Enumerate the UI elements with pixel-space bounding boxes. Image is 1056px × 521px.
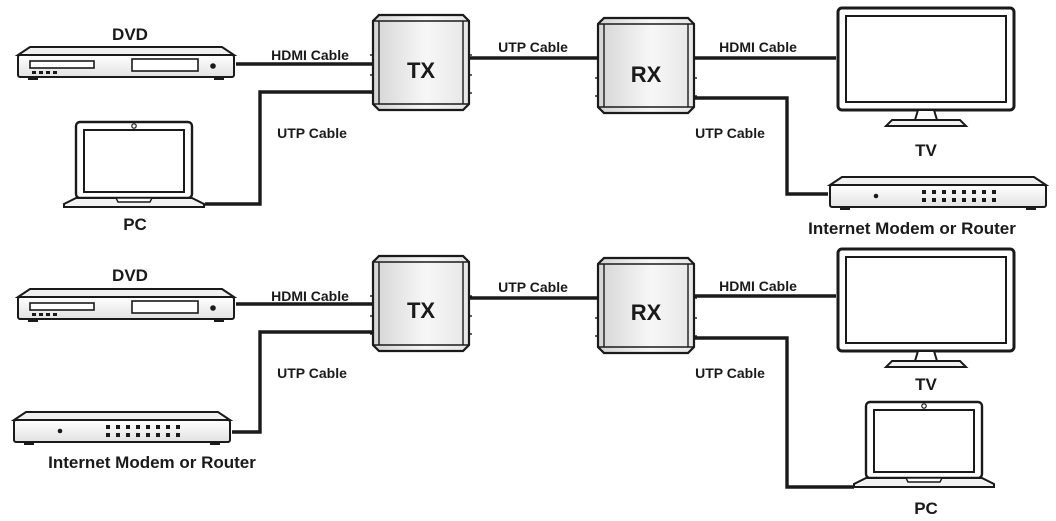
- row-1-utp-input-cable: [205, 90, 372, 206]
- router-label: Internet Modem or Router: [808, 219, 1016, 238]
- row-1-wires: [205, 56, 836, 206]
- tx-label: TX: [407, 298, 435, 323]
- tv-label: TV: [915, 141, 937, 160]
- internet-router-icon: [829, 176, 1047, 211]
- pc-label: PC: [123, 215, 147, 234]
- utp-cable-label: UTP Cable: [277, 365, 347, 381]
- utp-link-cable-label: UTP Cable: [498, 279, 568, 295]
- laptop-pc-icon: [62, 120, 206, 209]
- hdmi-output-cable-label: HDMI Cable: [719, 39, 797, 55]
- hdmi-cable-label: HDMI Cable: [271, 47, 349, 63]
- laptop-pc-icon: [852, 400, 996, 489]
- router-label: Internet Modem or Router: [48, 453, 256, 472]
- rx-label: RX: [631, 62, 662, 87]
- internet-router-icon: [13, 411, 231, 446]
- hdmi-cable-label: HDMI Cable: [271, 288, 349, 304]
- dvd-player-icon: [17, 288, 235, 323]
- tv-icon: [836, 247, 1016, 369]
- diagram-row-2: TX RX HDMI Cable UTP Cable UTP Cable HDM…: [13, 247, 1016, 518]
- utp-output-cable-label: UTP Cable: [695, 125, 765, 141]
- row-2-wires: [232, 294, 854, 489]
- dvd-label: DVD: [112, 25, 148, 44]
- tv-icon: [836, 6, 1016, 128]
- pc-label: PC: [914, 499, 938, 518]
- dvd-label: DVD: [112, 266, 148, 285]
- utp-link-cable-label: UTP Cable: [498, 39, 568, 55]
- dvd-player-icon: [17, 46, 235, 81]
- utp-cable-label: UTP Cable: [277, 125, 347, 141]
- diagram-row-1: TX RX HDMI Cable UTP Cable UTP Cable HDM…: [17, 6, 1047, 238]
- row-2-utp-output-cable: [695, 336, 854, 489]
- rx-label: RX: [631, 300, 662, 325]
- tv-label: TV: [915, 375, 937, 394]
- tx-label: TX: [407, 58, 435, 83]
- utp-output-cable-label: UTP Cable: [695, 365, 765, 381]
- row-2-utp-input-cable: [232, 330, 372, 434]
- hdmi-output-cable-label: HDMI Cable: [719, 278, 797, 294]
- row-1-utp-output-cable: [695, 96, 828, 196]
